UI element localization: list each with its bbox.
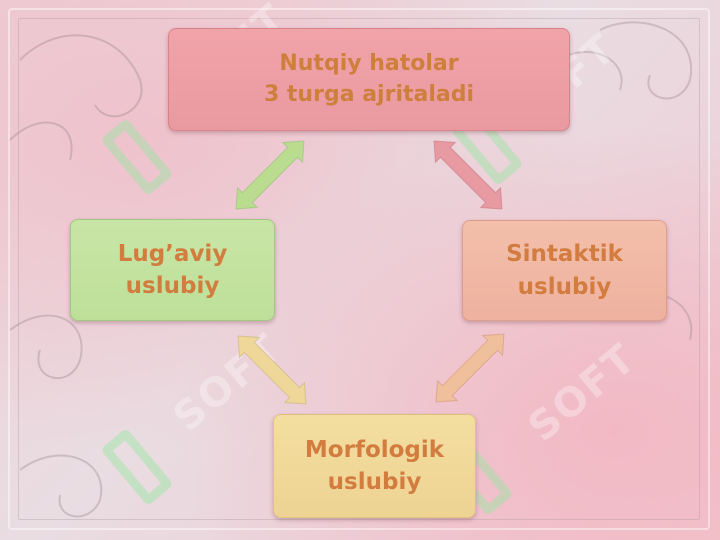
ornament-swirl-lower-left — [19, 454, 103, 518]
arrow-bottom-right — [435, 333, 505, 403]
node-subtitle: 3 turga ajritaladi — [263, 81, 475, 107]
arrow-top-left — [235, 140, 305, 210]
node-label-line1: Sintaktik — [506, 241, 623, 268]
node-morphological-style: Morfologik uslubiy — [273, 414, 476, 518]
node-label-line1: Morfologik — [304, 436, 445, 463]
node-title: Nutqiy hatolar — [279, 50, 459, 76]
ornament-swirl-left — [9, 121, 73, 161]
node-label-line2: uslubiy — [517, 273, 612, 300]
node-lexical-style: Lug’aviy uslubiy — [70, 219, 275, 321]
node-label-line2: uslubiy — [327, 469, 422, 495]
decorative-inner-frame — [18, 18, 700, 520]
ornament-swirl-top-right — [599, 21, 693, 100]
ornament-swirl-top-left — [19, 34, 143, 118]
arrow-top-right — [433, 140, 503, 210]
node-label-line1: Lug’aviy — [117, 240, 228, 267]
node-label-line2: uslubiy — [125, 273, 220, 299]
arrow-bottom-left — [237, 335, 307, 405]
node-syntactic-style: Sintaktik uslubiy — [462, 220, 667, 321]
ornament-swirl-bottom-left — [9, 314, 83, 379]
decorative-frame — [8, 8, 710, 530]
node-speech-errors: Nutqiy hatolar 3 turga ajritaladi — [168, 28, 570, 131]
